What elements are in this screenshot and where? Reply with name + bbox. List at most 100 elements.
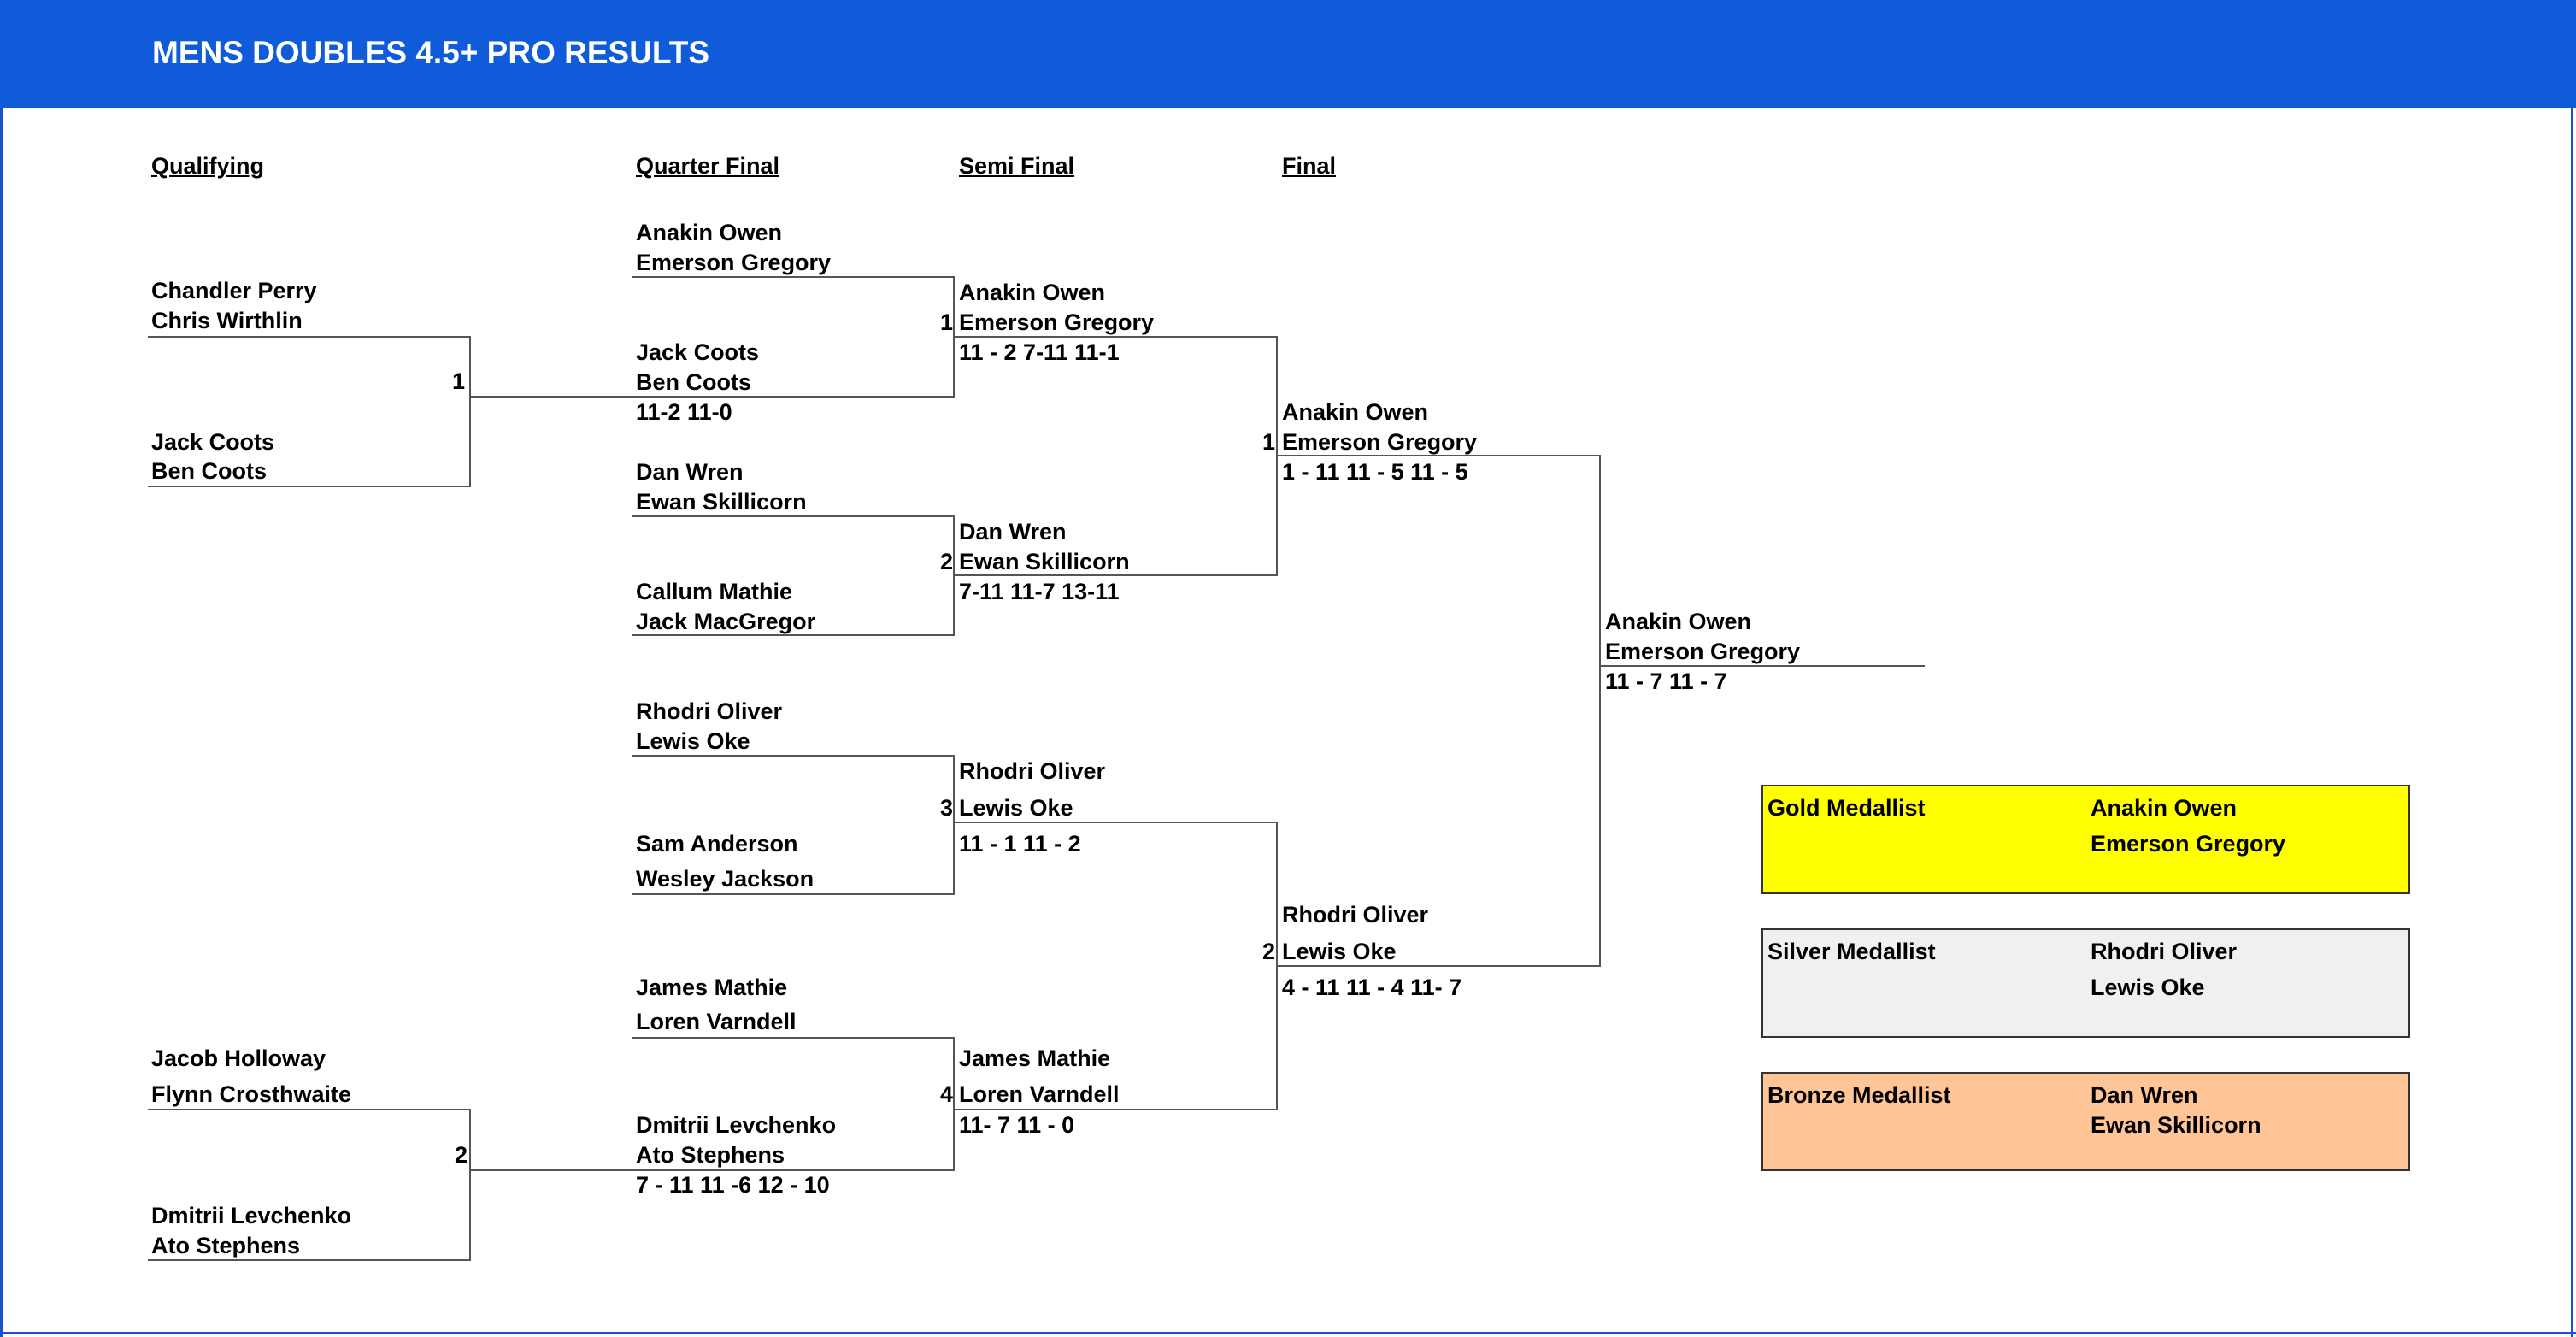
qualifying-match-2-advance-line xyxy=(469,1169,955,1171)
quarter-final-team-8-player-2: Ato Stephens xyxy=(636,1142,785,1168)
semi-final-2-line xyxy=(955,574,1278,576)
silver-medal-player-1: Rhodri Oliver xyxy=(2091,939,2238,964)
qualifying-match-1-number: 1 xyxy=(451,368,465,394)
quarter-final-match-4-connector xyxy=(953,1037,955,1171)
frame-right-border xyxy=(2571,108,2573,1337)
header-final: Final xyxy=(1282,153,1337,179)
semi-final-2-player-1: Dan Wren xyxy=(959,519,1067,545)
final-1-player-2: Emerson Gregory xyxy=(1282,429,1478,455)
silver-medal-label: Silver Medallist xyxy=(1767,939,1936,964)
quarter-final-team-4-player-1: Callum Mathie xyxy=(636,579,793,604)
quarter-final-team-2-player-1: Jack Coots xyxy=(636,339,760,365)
semi-final-1-line xyxy=(955,336,1278,338)
semi-final-1-player-2: Emerson Gregory xyxy=(959,309,1155,335)
qualifying-team-2-player-1: Jack Coots xyxy=(151,429,275,455)
bronze-medal-box: Bronze Medallist Dan Wren Ewan Skillicor… xyxy=(1761,1072,2410,1171)
winner-score: 11 - 7 11 - 7 xyxy=(1605,668,1727,694)
final-connector xyxy=(1599,455,1601,967)
qualifying-match-2-number: 2 xyxy=(454,1142,468,1168)
quarter-final-team-4-line xyxy=(632,634,955,636)
semi-final-4-line xyxy=(955,1109,1278,1110)
semi-final-3-score: 11 - 1 11 - 2 xyxy=(959,831,1081,857)
winner-line xyxy=(1601,665,1925,667)
quarter-final-match-2-connector xyxy=(953,515,955,636)
semi-final-2-player-2: Ewan Skillicorn xyxy=(959,549,1130,574)
semi-final-2-score: 7-11 11-7 13-11 xyxy=(959,579,1120,604)
final-2-player-1: Rhodri Oliver xyxy=(1282,902,1429,928)
semi-final-bottom-connector xyxy=(1276,822,1278,1110)
final-1-score: 1 - 11 11 - 5 11 - 5 xyxy=(1282,459,1468,485)
bronze-medal-player-2: Ewan Skillicorn xyxy=(2091,1112,2261,1138)
qualifying-match-1-score: 11-2 11-0 xyxy=(636,399,732,425)
winner-player-1: Anakin Owen xyxy=(1605,609,1752,634)
qualifying-team-1-player-2: Chris Wirthlin xyxy=(151,308,303,333)
final-2-line xyxy=(1278,965,1601,967)
quarter-final-team-5-player-1: Rhodri Oliver xyxy=(636,698,783,724)
quarter-final-team-7-player-1: James Mathie xyxy=(636,975,788,1000)
frame-left-border xyxy=(0,108,3,1337)
final-1-player-1: Anakin Owen xyxy=(1282,399,1429,425)
quarter-final-team-7-line xyxy=(632,1037,955,1039)
qualifying-team-3-player-2: Flynn Crosthwaite xyxy=(151,1081,352,1107)
semi-final-1-number: 1 xyxy=(939,309,953,335)
qualifying-team-4-player-1: Dmitrii Levchenko xyxy=(151,1203,352,1228)
qualifying-match-2-score: 7 - 11 11 -6 12 - 10 xyxy=(636,1172,830,1198)
quarter-final-match-1-connector xyxy=(953,276,955,398)
qualifying-team-1-player-1: Chandler Perry xyxy=(151,278,317,303)
quarter-final-team-7-player-2: Loren Varndell xyxy=(636,1009,797,1034)
quarter-final-team-1-line xyxy=(632,276,955,278)
quarter-final-team-6-player-2: Wesley Jackson xyxy=(636,866,815,892)
quarter-final-team-4-player-2: Jack MacGregor xyxy=(636,609,816,634)
final-2-player-2: Lewis Oke xyxy=(1282,939,1397,964)
silver-medal-box: Silver Medallist Rhodri Oliver Lewis Oke xyxy=(1761,928,2410,1038)
final-1-number: 1 xyxy=(1262,429,1275,455)
qualifying-team-2-line xyxy=(148,486,471,487)
semi-final-2-number: 2 xyxy=(939,549,953,574)
qualifying-team-1-line xyxy=(148,336,471,338)
header-semi-final: Semi Final xyxy=(959,153,1075,179)
quarter-final-team-6-player-1: Sam Anderson xyxy=(636,831,798,857)
semi-final-4-score: 11- 7 11 - 0 xyxy=(959,1112,1075,1138)
semi-final-4-player-1: James Mathie xyxy=(959,1045,1111,1071)
final-2-number: 2 xyxy=(1262,939,1275,964)
quarter-final-team-3-line xyxy=(632,515,955,517)
gold-medal-player-2: Emerson Gregory xyxy=(2091,831,2286,857)
qualifying-match-2-connector xyxy=(469,1109,471,1261)
semi-final-4-number: 4 xyxy=(939,1081,953,1107)
final-2-score: 4 - 11 11 - 4 11- 7 xyxy=(1282,975,1462,1000)
quarter-final-team-3-player-2: Ewan Skillicorn xyxy=(636,489,807,515)
qualifying-team-4-line xyxy=(148,1259,471,1261)
quarter-final-team-5-line xyxy=(632,755,955,757)
gold-medal-label: Gold Medallist xyxy=(1767,795,1926,821)
frame-bottom-border xyxy=(0,1332,2576,1334)
qualifying-team-3-line xyxy=(148,1109,471,1110)
quarter-final-team-5-player-2: Lewis Oke xyxy=(636,728,750,754)
gold-medal-player-1: Anakin Owen xyxy=(2091,795,2238,821)
qualifying-team-4-player-2: Ato Stephens xyxy=(151,1233,301,1258)
header-quarter-final: Quarter Final xyxy=(636,153,780,179)
winner-player-2: Emerson Gregory xyxy=(1605,639,1801,664)
qualifying-team-3-player-1: Jacob Holloway xyxy=(151,1045,326,1071)
semi-final-3-number: 3 xyxy=(939,795,953,821)
qualifying-match-1-advance-line xyxy=(469,396,955,398)
quarter-final-team-3-player-1: Dan Wren xyxy=(636,459,744,485)
quarter-final-team-1-player-2: Emerson Gregory xyxy=(636,250,832,275)
quarter-final-team-6-line xyxy=(632,893,955,895)
quarter-final-team-1-player-1: Anakin Owen xyxy=(636,220,783,245)
header-qualifying: Qualifying xyxy=(151,153,265,179)
gold-medal-box: Gold Medallist Anakin Owen Emerson Grego… xyxy=(1761,785,2410,894)
quarter-final-match-3-connector xyxy=(953,755,955,895)
quarter-final-team-8-player-1: Dmitrii Levchenko xyxy=(636,1112,837,1138)
semi-final-3-player-2: Lewis Oke xyxy=(959,795,1073,821)
bronze-medal-label: Bronze Medallist xyxy=(1767,1082,1951,1108)
silver-medal-player-2: Lewis Oke xyxy=(2091,975,2205,1000)
semi-final-4-player-2: Loren Varndell xyxy=(959,1081,1120,1107)
semi-final-3-player-1: Rhodri Oliver xyxy=(959,758,1106,784)
quarter-final-team-2-player-2: Ben Coots xyxy=(636,369,751,395)
semi-final-1-player-1: Anakin Owen xyxy=(959,280,1106,305)
final-1-line xyxy=(1278,455,1601,456)
qualifying-match-1-connector xyxy=(469,336,471,487)
semi-final-top-connector xyxy=(1276,336,1278,576)
qualifying-team-2-player-2: Ben Coots xyxy=(151,458,267,484)
